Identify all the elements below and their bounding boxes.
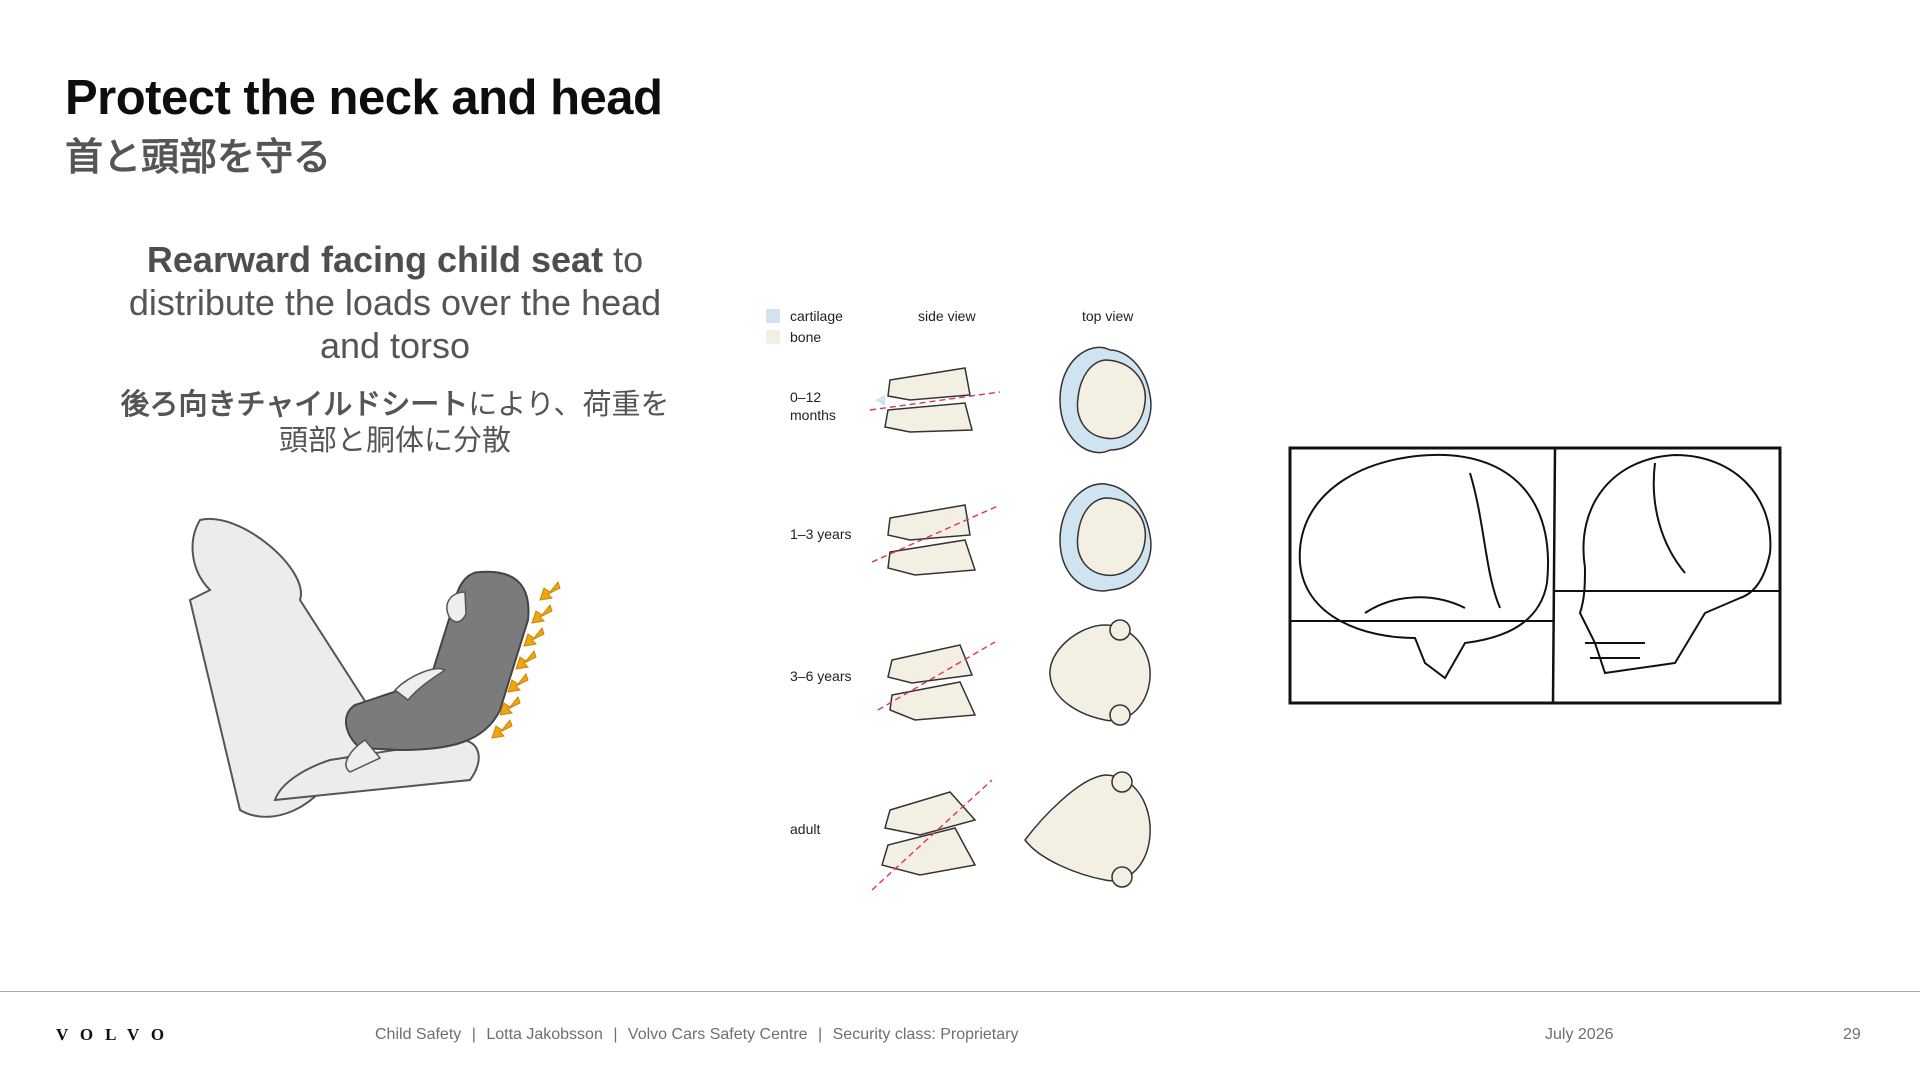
child-leg: [345, 739, 382, 773]
footer-separator: |: [613, 1026, 618, 1043]
page-title-japanese: 首と頭部を守る: [65, 135, 332, 179]
skull-comparison-figure: [1288, 446, 1782, 705]
side-view-0-12-months: [869, 367, 1001, 433]
footer-presentation-name: Child Safety: [375, 1026, 462, 1043]
lead-text-japanese: 後ろ向きチャイルドシートにより、荷重を頭部と胴体に分散: [110, 386, 680, 458]
top-view-1-3-years: [1059, 483, 1152, 592]
load-arrow: [531, 603, 553, 624]
top-view-adult: [1024, 771, 1151, 888]
child-head: [446, 591, 467, 623]
footer-divider: [0, 991, 1920, 992]
lead-text: Rearward facing child seat to distribute…: [110, 238, 680, 367]
footer-date: July 2026: [1545, 1026, 1614, 1043]
legend-swatch-bone: [766, 330, 780, 344]
row-label-3-6-years: 3–6 years: [790, 668, 852, 684]
lead-text-bold: Rearward facing child seat: [146, 239, 604, 280]
footer-organization: Volvo Cars Safety Centre: [627, 1026, 808, 1043]
page-title: Protect the neck and head: [65, 71, 663, 125]
load-arrow: [507, 672, 529, 693]
child-seat-illustration: [188, 517, 561, 818]
load-arrow: [499, 695, 521, 716]
load-arrow: [523, 626, 545, 647]
load-arrow: [515, 649, 537, 670]
footer-author: Lotta Jakobsson: [486, 1026, 603, 1043]
vehicle-seat-back: [188, 517, 392, 818]
side-view-adult: [871, 779, 993, 891]
row-label-0-12-months: 0–12 months: [790, 389, 836, 423]
side-view-1-3-years: [871, 504, 1001, 576]
top-view-3-6-years: [1049, 619, 1151, 726]
volvo-logo: VOLVO: [56, 1025, 177, 1044]
page-number: 29: [1843, 1026, 1861, 1043]
row-label-adult: adult: [790, 821, 821, 837]
top-view-0-12-months: [1059, 346, 1152, 454]
child-arm: [393, 668, 447, 702]
infant-skull: [1298, 453, 1549, 680]
column-header-side-view: side view: [918, 308, 976, 324]
legend-bone: bone: [790, 329, 822, 345]
child-seat-shell: [345, 570, 530, 752]
footer-separator: |: [471, 1026, 476, 1043]
load-arrows: [491, 580, 561, 739]
legend-cartilage: cartilage: [790, 308, 843, 324]
load-arrow: [491, 718, 513, 739]
cervical-spine-figure: cartilage bone side view top view 0–12 m…: [760, 300, 1160, 920]
footer-separator: |: [818, 1026, 823, 1043]
column-header-top-view: top view: [1082, 308, 1134, 324]
footer-security-class: Security class: Proprietary: [832, 1026, 1019, 1043]
footer-meta: Child Safety | Lotta Jakobsson | Volvo C…: [375, 1026, 1018, 1044]
legend-swatch-cartilage: [766, 309, 780, 323]
lead-text-rest: to distribute the loads over the head an…: [128, 239, 662, 366]
adult-skull: [1578, 453, 1772, 675]
side-view-3-6-years: [877, 641, 996, 721]
vertebrae-drawings: [869, 346, 1152, 891]
load-arrow: [539, 580, 561, 601]
lead-text-japanese-bold: 後ろ向きチャイルドシート: [120, 387, 469, 421]
lead-text-japanese-rest: により、荷重を頭部と胴体に分散: [278, 387, 670, 457]
row-label-1-3-years: 1–3 years: [790, 526, 852, 542]
